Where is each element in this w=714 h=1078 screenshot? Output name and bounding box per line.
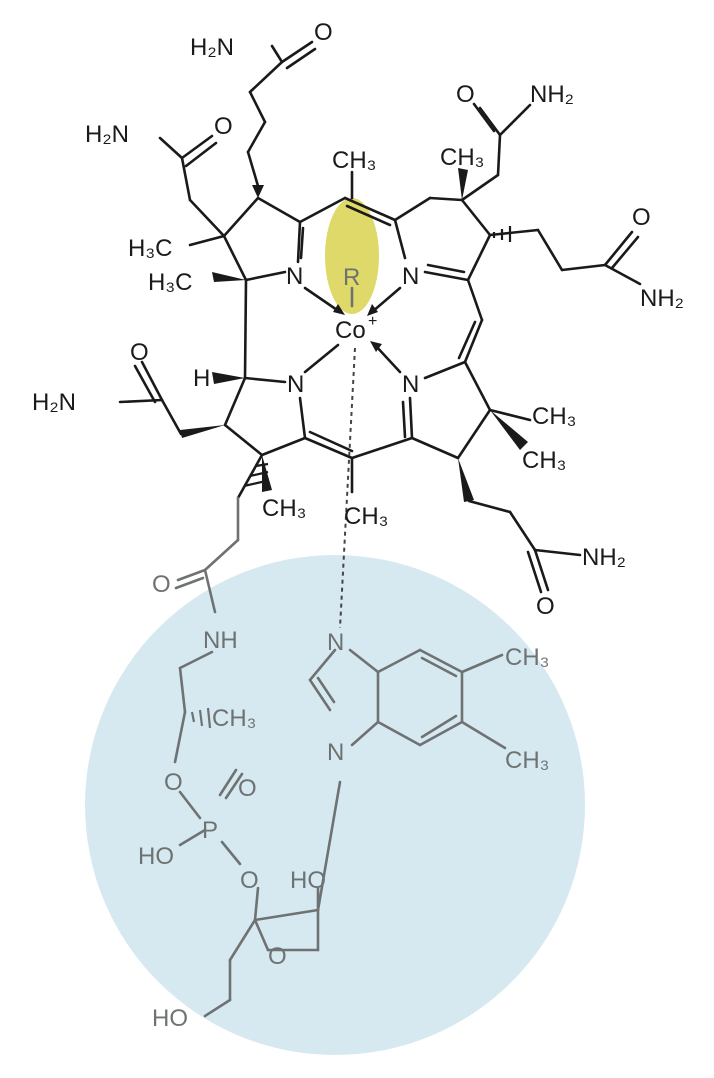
nh2-label-upper-right: NH₂: [530, 81, 574, 108]
methyl-label-benzene-b: CH₃: [505, 747, 549, 774]
methyl-label-ring-right-b: CH₃: [522, 447, 566, 474]
oxygen-label-right: O: [632, 204, 651, 231]
corrin-ring-bonds: [222, 170, 492, 494]
methyl-label-ring-right-a: CH₃: [532, 403, 576, 430]
nh2-label-right: NH₂: [640, 285, 684, 312]
methyl-label-upper-right: CH₃: [440, 144, 484, 171]
cobalt-label: Co: [335, 317, 366, 344]
nh-label-amide: NH: [203, 627, 238, 654]
ho-label-sugar: HO: [290, 867, 326, 894]
oxygen-label-left: O: [130, 339, 149, 366]
h2n-label-left: H₂N: [32, 389, 76, 416]
nucleotide-bonds: [173, 496, 507, 1018]
oxygen-label-amide: O: [152, 571, 171, 598]
h3c-label-b: H₃C: [148, 269, 192, 296]
oxygen-label-ribose-ring: O: [268, 943, 287, 970]
methyl-label-bottom-left: CH₃: [262, 495, 306, 522]
h2n-label-upper-left: H₂N: [85, 121, 129, 148]
methyl-label-propanol: CH₃: [212, 705, 256, 732]
oxygen-label-phosphate-ester: O: [164, 769, 183, 796]
oxygen-label-upper-right: O: [456, 81, 475, 108]
cobalt-coordination-bonds: [303, 286, 402, 629]
nitrogen-label-b: N: [402, 263, 419, 290]
oxygen-label-lower-right: O: [536, 593, 555, 620]
nitrogen-label-benzimidazole-bottom: N: [327, 739, 344, 766]
oxygen-label-phosphate-double: O: [238, 775, 257, 802]
oxygen-label-phosphate-sugar: O: [240, 867, 259, 894]
methyl-label-benzene-a: CH₃: [505, 644, 549, 671]
hydrogen-label: H: [193, 365, 210, 392]
amide-side-chains: [118, 40, 642, 594]
h2n-label-top: H₂N: [190, 34, 234, 61]
h3c-label-a: H₃C: [128, 235, 172, 262]
nitrogen-label-d: N: [402, 371, 419, 398]
oxygen-label-top: O: [314, 19, 333, 46]
ligand-highlight-ellipse: [325, 198, 379, 314]
nitrogen-label-c: N: [287, 371, 304, 398]
ho-label-phosphate: HO: [138, 843, 174, 870]
cobalt-charge-label: +: [368, 313, 377, 330]
oxygen-label-upper-left: O: [214, 113, 233, 140]
methyl-label-bottom-center: CH₃: [344, 503, 388, 530]
r-ligand-label: R: [343, 264, 360, 291]
nitrogen-label-benzimidazole-top: N: [327, 629, 344, 656]
nh2-label-lower-right: NH₂: [582, 544, 626, 571]
ho-label-ch2: HO: [152, 1005, 188, 1032]
nitrogen-label-a: N: [286, 263, 303, 290]
phosphorus-label: P: [202, 817, 218, 844]
methyl-label-top: CH₃: [332, 147, 376, 174]
